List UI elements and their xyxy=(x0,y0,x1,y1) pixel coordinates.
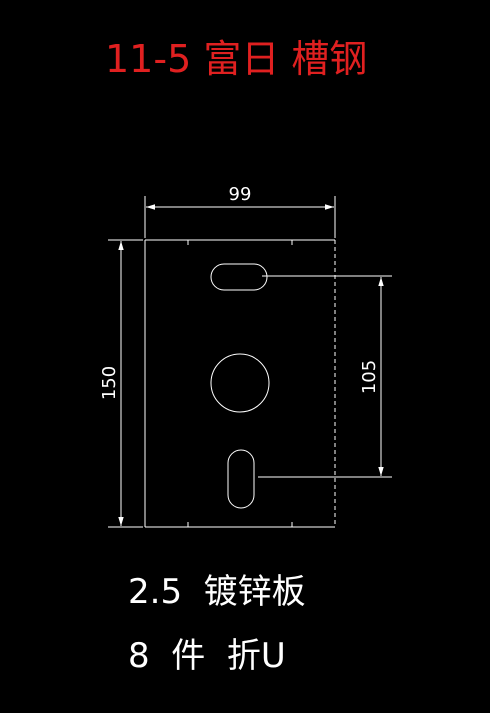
horizontal-slot-hole xyxy=(210,263,268,291)
hole-spacing-label: 105 xyxy=(359,360,380,394)
height-dimension-label: 150 xyxy=(99,366,120,400)
vertical-slot-hole xyxy=(227,449,255,509)
material-note: 2.5 镀锌板 xyxy=(128,572,306,612)
width-dimension xyxy=(144,196,336,238)
drawing-title: 11-5 富日 槽钢 xyxy=(105,37,367,81)
holes xyxy=(210,263,270,509)
width-dimension-label: 99 xyxy=(229,184,252,205)
height-dimension xyxy=(108,239,143,528)
part-outline xyxy=(144,239,336,528)
round-center-hole xyxy=(210,353,270,413)
hole-spacing-dimension xyxy=(258,275,392,478)
quantity-note: 8 件 折U xyxy=(128,636,286,676)
